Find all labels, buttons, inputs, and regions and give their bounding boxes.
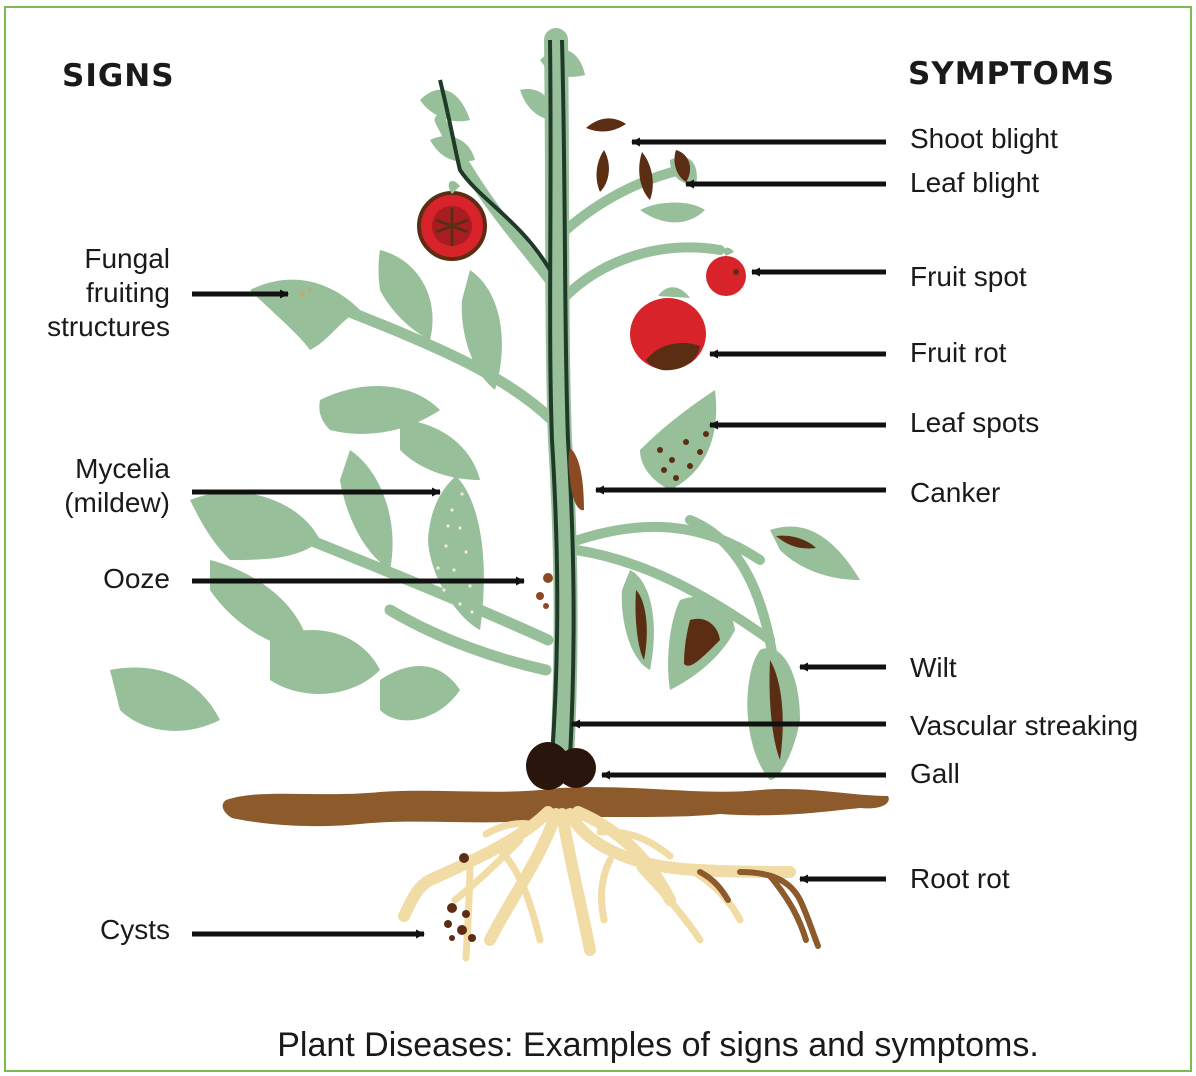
label-fruit-rot: Fruit rot [910, 337, 1007, 368]
signs-labels: Fungal fruiting structures Mycelia (mild… [47, 243, 170, 945]
signs-heading: SIGNS [62, 58, 175, 94]
label-fungal-line1: Fungal [84, 243, 170, 274]
label-fungal-line3: structures [47, 311, 170, 342]
tomato-plant-illustration [110, 40, 889, 958]
label-gall: Gall [910, 758, 960, 789]
label-canker: Canker [910, 477, 1000, 508]
fruit-cut [419, 181, 485, 259]
label-fungal-line2: fruiting [86, 277, 170, 308]
fruit-rot-tomato [630, 287, 706, 370]
fruit-spot-tomato [706, 248, 746, 296]
label-leaf-blight: Leaf blight [910, 167, 1039, 198]
label-mycelia-line1: Mycelia [75, 453, 170, 484]
label-leaf-spots: Leaf spots [910, 407, 1039, 438]
symptoms-heading: SYMPTOMS [908, 56, 1115, 92]
label-wilt: Wilt [910, 652, 957, 683]
label-ooze: Ooze [103, 563, 170, 594]
ooze-drops [536, 573, 553, 609]
mildew-leaf [428, 476, 484, 630]
label-root-rot: Root rot [910, 863, 1010, 894]
label-vascular-streaking: Vascular streaking [910, 710, 1138, 741]
gall-mass [526, 742, 596, 790]
roots [404, 812, 818, 958]
label-mycelia-line2: (mildew) [64, 487, 170, 518]
symptoms-labels: Shoot blight Leaf blight Fruit spot Frui… [910, 123, 1138, 894]
label-cysts: Cysts [100, 914, 170, 945]
diagram-caption: Plant Diseases: Examples of signs and sy… [277, 1026, 1039, 1064]
label-shoot-blight: Shoot blight [910, 123, 1058, 154]
label-fruit-spot: Fruit spot [910, 261, 1027, 292]
